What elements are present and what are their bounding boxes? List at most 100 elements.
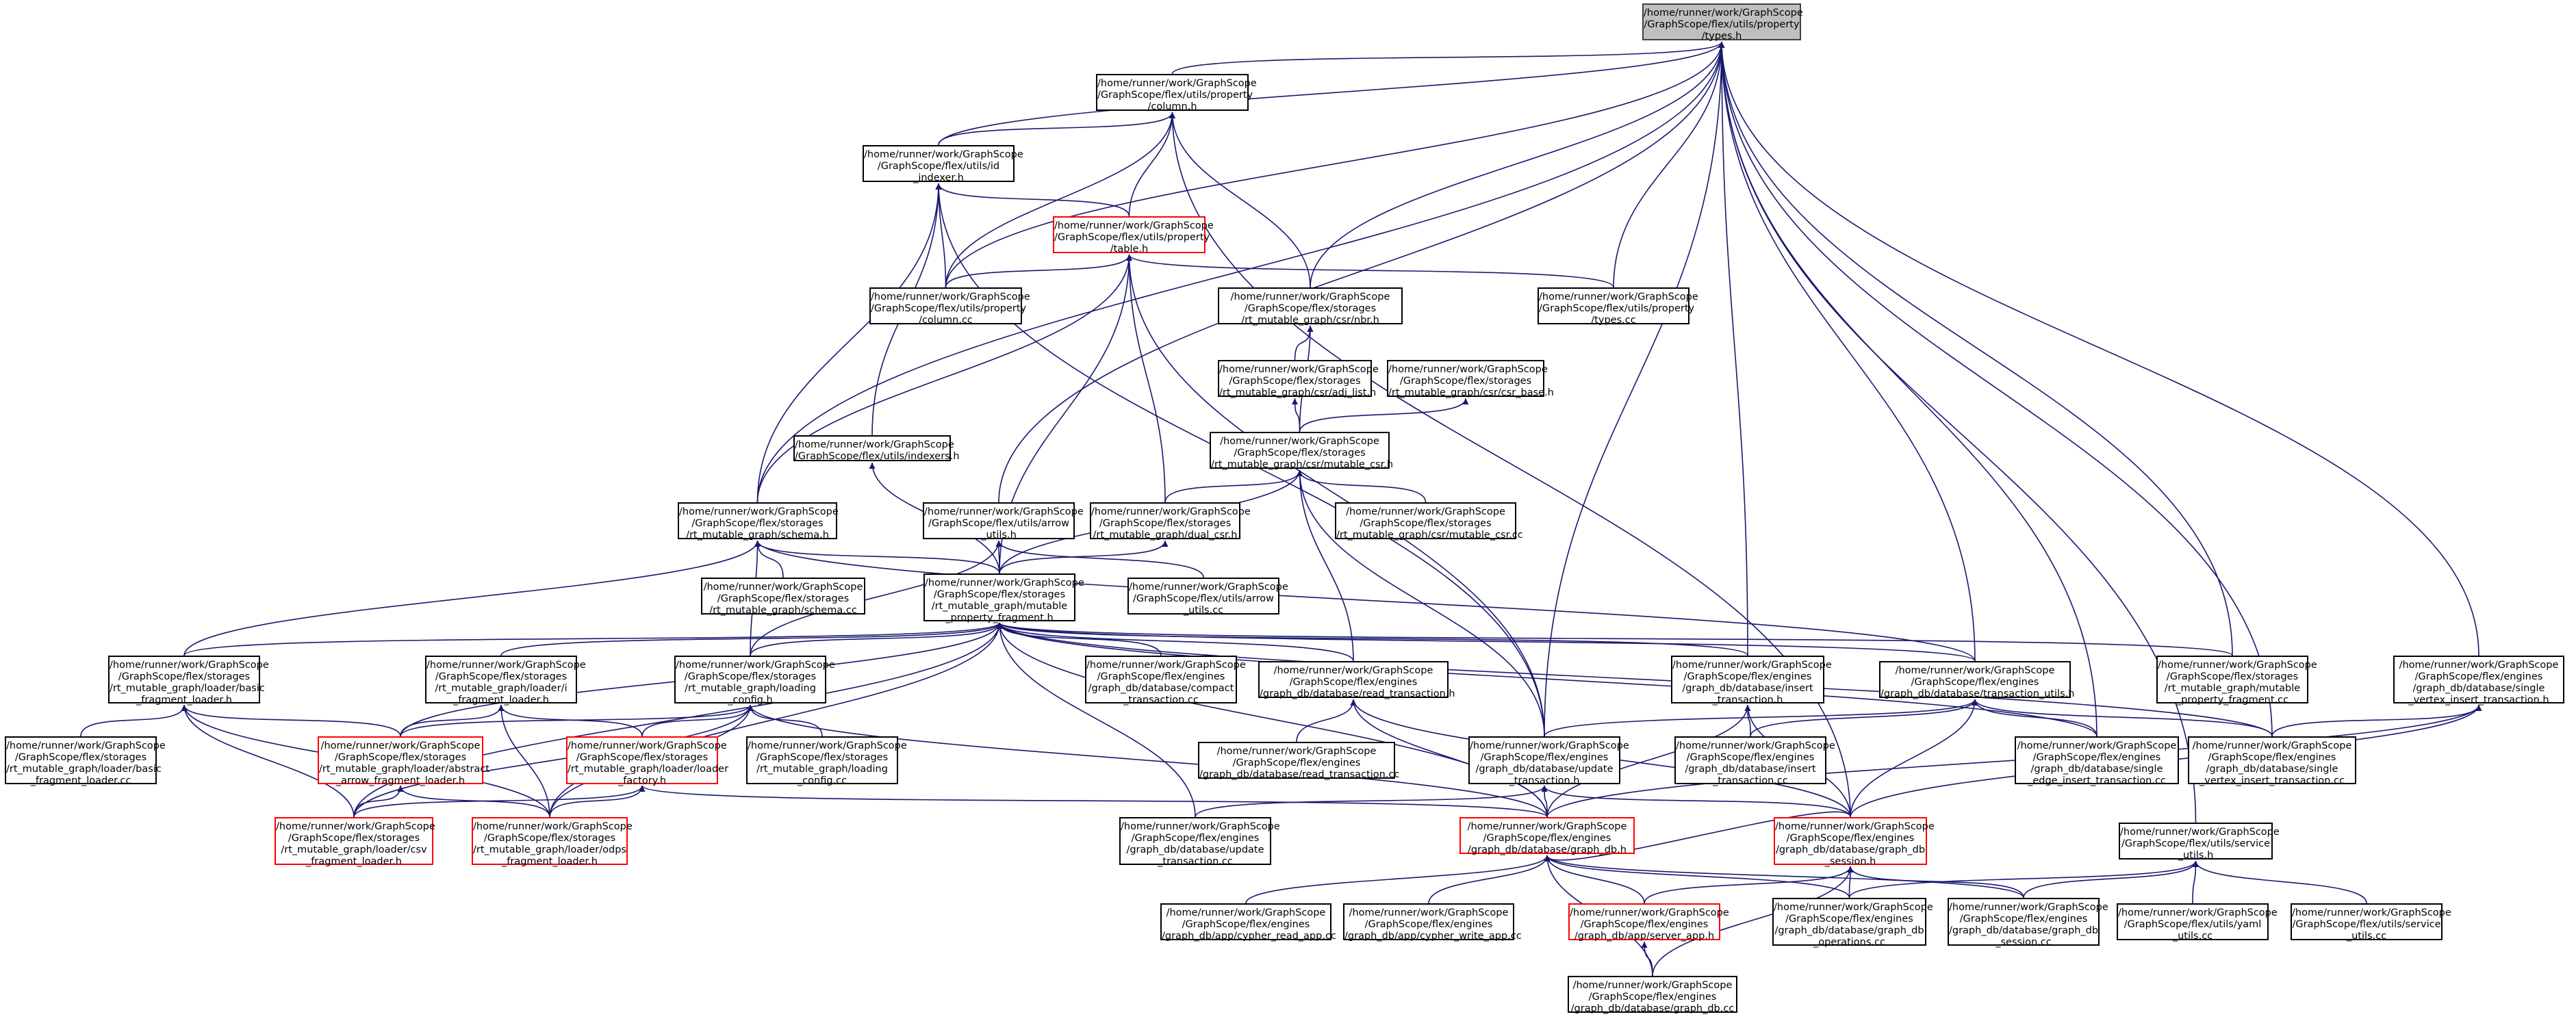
node-dual-csr-h[interactable]: /home/runner/work/GraphScope/GraphScope/…: [1090, 502, 1251, 541]
edge-session_h-to-update_tx_h: [1541, 785, 1851, 818]
node-read-tx-cc[interactable]: /home/runner/work/GraphScope/GraphScope/…: [1198, 742, 1400, 780]
node-id-indexer-h[interactable]: /home/runner/work/GraphScope/GraphScope/…: [863, 145, 1023, 183]
node-loader-factory-h[interactable]: /home/runner/work/GraphScope/GraphScope/…: [566, 736, 728, 786]
node-table-h[interactable]: /home/runner/work/GraphScope/GraphScope/…: [1053, 216, 1214, 255]
node-label-line: _session.cc: [1995, 937, 2052, 948]
node-update-tx-h[interactable]: /home/runner/work/GraphScope/GraphScope/…: [1468, 736, 1629, 786]
node-label-line: _config.h: [728, 695, 773, 706]
node-tx-utils-h[interactable]: /home/runner/work/GraphScope/GraphScope/…: [1879, 661, 2075, 699]
node-label-line: /home/runner/work/GraphScope: [1091, 506, 1251, 517]
node-mpf-h[interactable]: /home/runner/work/GraphScope/GraphScope/…: [923, 573, 1084, 623]
node-service-utils-cc[interactable]: /home/runner/work/GraphScope/GraphScope/…: [2291, 903, 2451, 942]
node-adj-list-h[interactable]: /home/runner/work/GraphScope/GraphScope/…: [1218, 360, 1379, 398]
edge-insert_tx_cc-to-tx_utils_h: [1750, 699, 1978, 737]
node-label-line: /GraphScope/flex/utils/property: [1097, 90, 1253, 101]
edge-single_vertex_cc-to-single_vertex_h: [2271, 704, 2482, 737]
node-graph-db-cc[interactable]: /home/runner/work/GraphScope/GraphScope/…: [1568, 976, 1737, 1014]
node-cypher-write-cc[interactable]: /home/runner/work/GraphScope/GraphScope/…: [1343, 903, 1522, 942]
node-label-line: /GraphScope/flex/engines: [1232, 758, 1361, 768]
node-operations-cc[interactable]: /home/runner/work/GraphScope/GraphScope/…: [1772, 898, 1933, 948]
node-column-h[interactable]: /home/runner/work/GraphScope/GraphScope/…: [1096, 74, 1257, 112]
node-label-line: /home/runner/work/GraphScope: [6, 740, 166, 751]
node-label-line: /graph_db/database/insert: [1685, 764, 1816, 775]
node-types-cc[interactable]: /home/runner/work/GraphScope/GraphScope/…: [1538, 287, 1698, 326]
node-label-line: /home/runner/work/GraphScope: [110, 660, 269, 671]
node-arrow-utils-cc[interactable]: /home/runner/work/GraphScope/GraphScope/…: [1127, 578, 1288, 616]
node-label-line: _operations.cc: [1813, 937, 1885, 948]
node-indexers-h[interactable]: /home/runner/work/GraphScope/GraphScope/…: [793, 435, 960, 462]
node-label-line: _indexer.h: [913, 172, 964, 183]
node-single-vertex-h[interactable]: /home/runner/work/GraphScope/GraphScope/…: [2393, 656, 2564, 706]
node-server-app-h[interactable]: /home/runner/work/GraphScope/GraphScope/…: [1568, 903, 1729, 942]
edge-read_tx_h-to-mutable_csr_h: [1297, 469, 1354, 662]
node-label-line: /GraphScope/flex/storages: [756, 752, 889, 763]
node-mpf-cc[interactable]: /home/runner/work/GraphScope/GraphScope/…: [2156, 656, 2317, 706]
node-label-line: /GraphScope/flex/utils/service: [2121, 838, 2270, 849]
node-single-vertex-cc[interactable]: /home/runner/work/GraphScope/GraphScope/…: [2188, 736, 2356, 786]
node-service-utils-h[interactable]: /home/runner/work/GraphScope/GraphScope/…: [2119, 823, 2280, 861]
node-label-line: /home/runner/work/GraphScope: [276, 821, 435, 832]
node-label-line: /GraphScope/flex/engines: [2208, 752, 2336, 763]
node-arrow-utils-h[interactable]: /home/runner/work/GraphScope/GraphScope/…: [923, 502, 1084, 541]
node-basic-loader-h[interactable]: /home/runner/work/GraphScope/GraphScope/…: [108, 656, 269, 706]
node-single-edge-cc[interactable]: /home/runner/work/GraphScope/GraphScope/…: [2015, 736, 2179, 786]
edge-column_cc-to-table_h: [945, 254, 1132, 288]
node-loading-config-h[interactable]: /home/runner/work/GraphScope/GraphScope/…: [674, 656, 835, 706]
node-abstract-loader-h[interactable]: /home/runner/work/GraphScope/GraphScope/…: [318, 736, 489, 786]
node-label-line: /GraphScope/flex/engines: [1131, 833, 1260, 844]
node-compact-tx-cc[interactable]: /home/runner/work/GraphScope/GraphScope/…: [1085, 656, 1246, 706]
node-label-line: /GraphScope/flex/engines: [1580, 919, 1709, 930]
node-column-cc[interactable]: /home/runner/work/GraphScope/GraphScope/…: [869, 287, 1030, 326]
node-label-line: /GraphScope/flex/storages: [691, 518, 824, 529]
node-types-h[interactable]: /home/runner/work/GraphScope/GraphScope/…: [1642, 3, 1803, 42]
node-label-line: /graph_db/database/insert: [1682, 683, 1813, 694]
node-cypher-read-cc[interactable]: /home/runner/work/GraphScope/GraphScope/…: [1160, 903, 1336, 942]
node-odps-loader-h[interactable]: /home/runner/work/GraphScope/GraphScope/…: [472, 817, 633, 867]
node-label-line: /home/runner/work/GraphScope: [1216, 746, 1377, 757]
node-insert-tx-h[interactable]: /home/runner/work/GraphScope/GraphScope/…: [1671, 656, 1832, 706]
node-label-line: /home/runner/work/GraphScope: [871, 292, 1030, 302]
node-label-line: _transaction.h: [1509, 775, 1580, 786]
node-label-line: /home/runner/work/GraphScope: [864, 149, 1023, 160]
edge-graph_db_h-to-read_tx_h: [1350, 699, 1548, 818]
node-graph-db-h[interactable]: /home/runner/work/GraphScope/GraphScope/…: [1459, 817, 1635, 855]
node-session-cc[interactable]: /home/runner/work/GraphScope/GraphScope/…: [1948, 898, 2108, 948]
node-label-line: /graph_db/app/cypher_read_app.cc: [1162, 931, 1336, 942]
node-mutable-csr-cc[interactable]: /home/runner/work/GraphScope/GraphScope/…: [1335, 502, 1523, 541]
node-label-line: /graph_db/database/read_transaction.cc: [1199, 769, 1400, 780]
node-i-loader-h[interactable]: /home/runner/work/GraphScope/GraphScope/…: [425, 656, 586, 706]
node-read-tx-h[interactable]: /home/runner/work/GraphScope/GraphScope/…: [1258, 661, 1455, 699]
node-label-line: /GraphScope/flex/engines: [1785, 914, 1913, 925]
edge-dual_csr_h-to-table_h: [1126, 254, 1166, 503]
node-label-line: /graph_db/database/single: [2412, 683, 2545, 694]
node-basic-loader-cc[interactable]: /home/runner/work/GraphScope/GraphScope/…: [5, 736, 166, 786]
node-label-line: /graph_db/database/update: [1126, 844, 1264, 855]
edge-operations_cc-to-session_h: [1847, 866, 1854, 899]
edge-read_tx_cc-to-read_tx_h: [1296, 699, 1357, 742]
edge-table_h-to-column_h: [1128, 112, 1175, 217]
node-schema-cc[interactable]: /home/runner/work/GraphScope/GraphScope/…: [701, 578, 865, 616]
node-session-h[interactable]: /home/runner/work/GraphScope/GraphScope/…: [1774, 817, 1935, 867]
node-label-line: _session.h: [1824, 856, 1876, 867]
edge-graph_db_cc-to-session_h: [1652, 866, 1854, 977]
node-csr-base-h[interactable]: /home/runner/work/GraphScope/GraphScope/…: [1387, 360, 1554, 398]
node-csv-loader-h[interactable]: /home/runner/work/GraphScope/GraphScope/…: [275, 817, 435, 867]
node-schema-h[interactable]: /home/runner/work/GraphScope/GraphScope/…: [678, 502, 839, 541]
node-label-line: /home/runner/work/GraphScope: [2192, 740, 2352, 751]
node-label-line: _fragment_loader.h: [502, 856, 598, 867]
node-yaml-utils-cc[interactable]: /home/runner/work/GraphScope/GraphScope/…: [2117, 903, 2278, 942]
node-label-line: _vertex_insert_transaction.cc: [2199, 775, 2345, 786]
node-mbr-h[interactable]: /home/runner/work/GraphScope/GraphScope/…: [1218, 287, 1403, 326]
node-label-line: /graph_db/database/graph_db.h: [1468, 844, 1627, 855]
node-label-line: /GraphScope/flex/storages: [118, 671, 251, 682]
node-label-line: /types.h: [1701, 31, 1742, 42]
edge-loading_config_cc-to-loading_config_h: [747, 704, 823, 737]
node-label-line: /GraphScope/flex/storages: [1099, 518, 1232, 529]
node-loading-config-cc[interactable]: /home/runner/work/GraphScope/GraphScope/…: [746, 736, 907, 786]
node-label-line: /graph_db/database/transaction_utils.h: [1880, 688, 2075, 699]
node-update-tx-cc[interactable]: /home/runner/work/GraphScope/GraphScope/…: [1119, 817, 1280, 867]
node-insert-tx-cc[interactable]: /home/runner/work/GraphScope/GraphScope/…: [1674, 736, 1835, 786]
node-label-line: /home/runner/work/GraphScope: [2120, 827, 2280, 838]
edge-graph_db_h-to-insert_tx_h: [1546, 704, 1751, 818]
node-mutable-csr-h[interactable]: /home/runner/work/GraphScope/GraphScope/…: [1210, 432, 1393, 470]
